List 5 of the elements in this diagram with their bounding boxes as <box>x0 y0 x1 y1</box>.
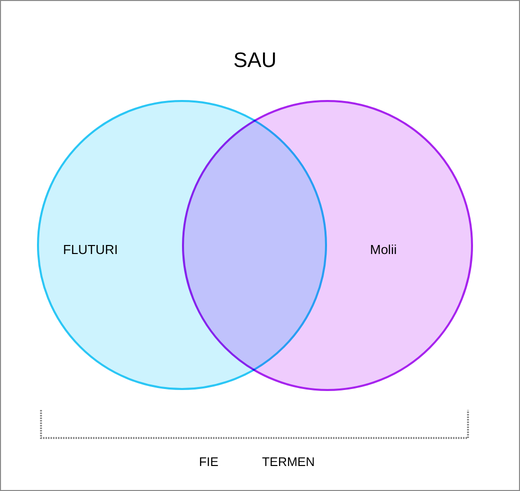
bracket-label: TERMEN <box>262 455 315 470</box>
bracket-label: FIE <box>199 455 218 470</box>
diagram-title: SAU <box>233 49 277 73</box>
circle-label: FLUTURI <box>63 242 118 257</box>
circle-label: Molii <box>370 242 397 257</box>
